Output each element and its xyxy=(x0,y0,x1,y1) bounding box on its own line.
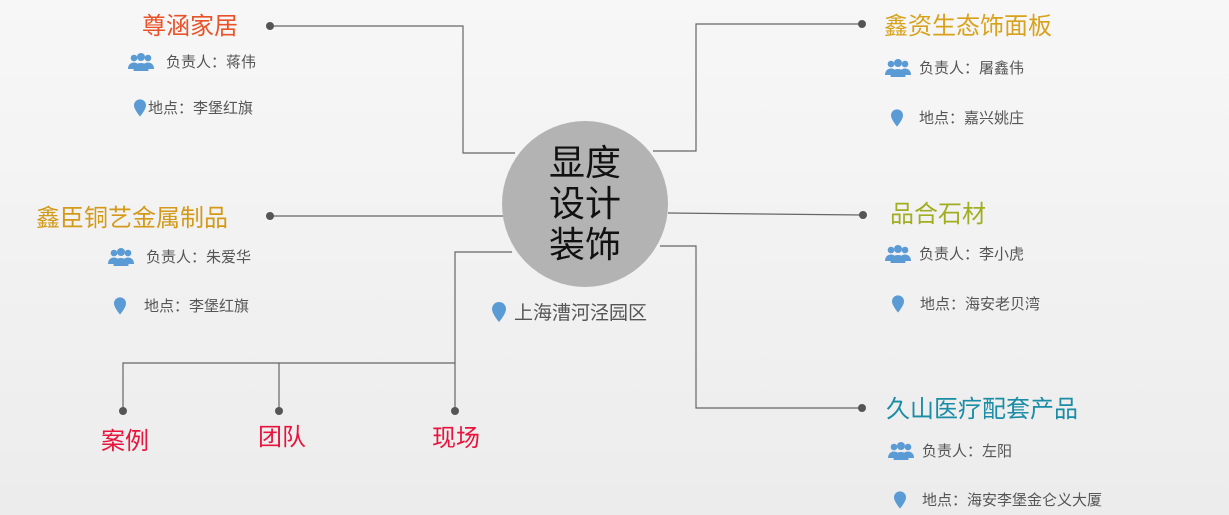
branch-title-jiushan: 久山医疗配套产品 xyxy=(886,395,1078,423)
connector-bottom xyxy=(122,251,512,411)
branch-title-xinchen: 鑫臣铜艺金属制品 xyxy=(36,204,228,232)
center-location-text: 上海漕河泾园区 xyxy=(514,302,648,324)
people-icon xyxy=(108,248,134,266)
branch-person-xinchen: 负责人：朱爱华 xyxy=(108,247,251,267)
center-location: 上海漕河泾园区 xyxy=(492,298,647,325)
center-circle: 显度设计装饰 xyxy=(502,121,668,287)
branch-location-text: 地点：海安老贝湾 xyxy=(920,295,1041,313)
branch-person-zunhan: 负责人：蒋伟 xyxy=(128,52,256,72)
node-team xyxy=(275,407,283,415)
bottom-item-site: 现场 xyxy=(432,424,480,452)
branch-title-xinzi: 鑫资生态饰面板 xyxy=(884,12,1052,40)
map-pin-icon xyxy=(894,491,906,509)
connector-xinzi xyxy=(653,23,862,152)
branch-location-text: 地点：李堡红旗 xyxy=(148,99,254,117)
map-pin-icon xyxy=(892,295,904,313)
branch-person-xinzi: 负责人：屠鑫伟 xyxy=(885,58,1024,78)
branch-location-pinhe: 地点：海安老贝湾 xyxy=(892,294,1040,314)
map-pin-icon xyxy=(891,109,903,127)
map-pin-icon xyxy=(492,301,506,322)
node-case xyxy=(119,407,127,415)
node-jiushan xyxy=(858,404,866,412)
center-title: 显度设计装饰 xyxy=(548,142,621,266)
node-pinhe xyxy=(859,211,867,219)
map-pin-icon xyxy=(114,297,126,315)
branch-person-text: 负责人：蒋伟 xyxy=(166,53,257,71)
branch-location-zunhan: 地点：李堡红旗 xyxy=(134,98,253,118)
node-zunhan xyxy=(266,22,274,30)
branch-location-xinzi: 地点：嘉兴姚庄 xyxy=(891,108,1024,128)
people-icon xyxy=(885,245,911,263)
branch-location-text: 地点：嘉兴姚庄 xyxy=(919,109,1025,127)
node-xinzi xyxy=(858,20,866,28)
branch-title-pinhe: 品合石材 xyxy=(890,200,986,228)
people-icon xyxy=(128,53,154,71)
branch-person-jiushan: 负责人：左阳 xyxy=(888,441,1012,461)
connector-jiushan xyxy=(660,245,862,409)
node-site xyxy=(451,407,459,415)
branch-person-text: 负责人：朱爱华 xyxy=(146,248,252,266)
people-icon xyxy=(885,59,911,77)
bottom-item-case: 案例 xyxy=(101,427,149,455)
connector-pinhe xyxy=(667,212,864,216)
branch-title-zunhan: 尊涵家居 xyxy=(142,12,238,40)
branch-location-jiushan: 地点：海安李堡金仑义大厦 xyxy=(894,490,1102,510)
people-icon xyxy=(888,442,914,460)
branch-person-text: 负责人：李小虎 xyxy=(919,245,1025,263)
connector-zunhan xyxy=(270,25,515,154)
branch-person-text: 负责人：屠鑫伟 xyxy=(919,59,1025,77)
node-xinchen xyxy=(266,212,274,220)
map-pin-icon xyxy=(134,99,146,117)
branch-location-text: 地点：海安李堡金仑义大厦 xyxy=(922,491,1103,509)
branch-person-text: 负责人：左阳 xyxy=(922,442,1013,460)
bottom-item-team: 团队 xyxy=(258,423,306,451)
branch-location-xinchen: 地点：李堡红旗 xyxy=(114,296,249,316)
branch-location-text: 地点：李堡红旗 xyxy=(144,297,250,315)
branch-person-pinhe: 负责人：李小虎 xyxy=(885,244,1024,264)
